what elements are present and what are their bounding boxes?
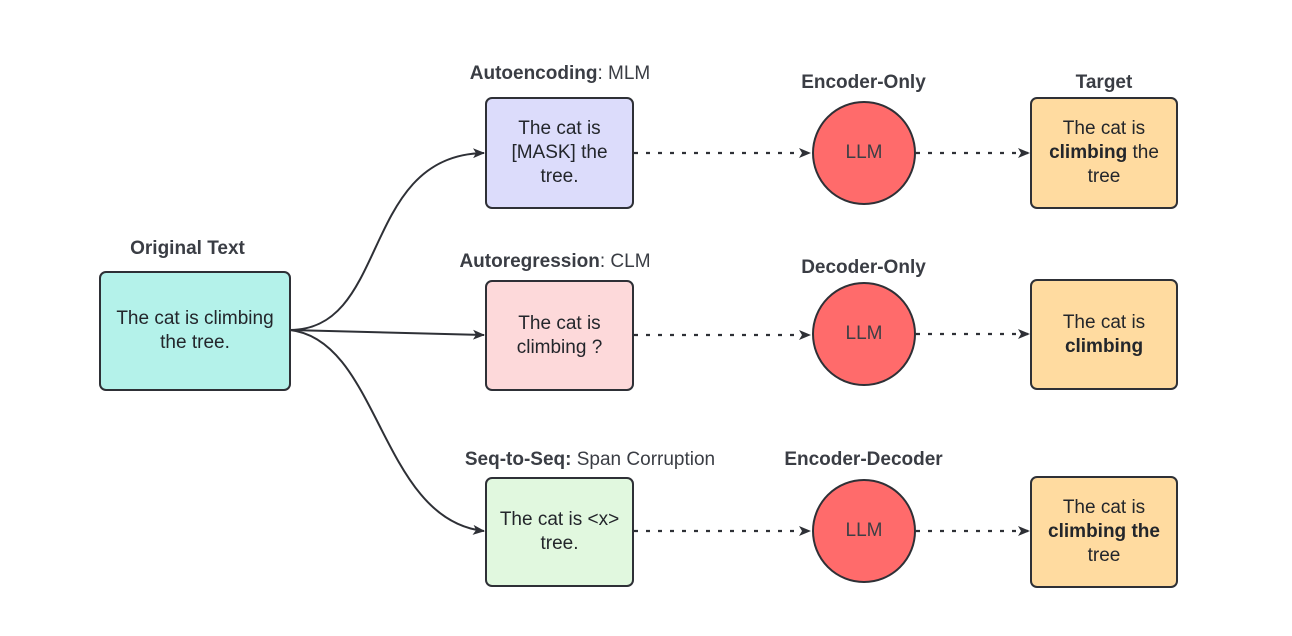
input-box-seq2seq: The cat is <x> tree. bbox=[485, 477, 634, 587]
objective-name: Autoregression bbox=[459, 251, 600, 272]
target-highlight: climbing bbox=[1064, 335, 1144, 357]
target-text-line: climbing the bbox=[1049, 141, 1159, 165]
llm-label: LLM bbox=[845, 520, 883, 541]
target-box-encoder-decoder: The cat is climbing the tree bbox=[1030, 476, 1178, 588]
connector-original-to-autoregression bbox=[289, 329, 485, 340]
target-highlight: climbing the bbox=[1048, 521, 1160, 542]
objective-name: Autoencoding bbox=[469, 63, 598, 84]
target-text-line: The cat is bbox=[1049, 117, 1159, 141]
input-box-autoencoding: The cat is [MASK] the tree. bbox=[485, 97, 634, 209]
target-text-line: The cat is bbox=[1063, 311, 1145, 335]
target-text-line: tree bbox=[1048, 544, 1160, 568]
objective-type: Span Corruption bbox=[571, 449, 716, 470]
llm-label: LLM bbox=[845, 142, 883, 163]
original-text-box: The cat is climbing the tree. bbox=[99, 271, 291, 391]
llm-node-encoder-decoder: LLM bbox=[812, 479, 916, 583]
connector-original-to-seq2seq bbox=[289, 329, 485, 535]
model-title-decoder-only: Decoder-Only bbox=[801, 257, 926, 278]
target-text-segment: tree bbox=[1087, 166, 1121, 187]
target-title: Target bbox=[1075, 72, 1133, 93]
model-title-encoder-decoder: Encoder-Decoder bbox=[784, 449, 943, 470]
target-text-line: climbing bbox=[1063, 335, 1145, 359]
llm-label: LLM bbox=[845, 323, 883, 344]
objective-name: Seq-to-Seq: bbox=[464, 449, 572, 470]
objective-label-seq2seq: Seq-to-Seq: Span Corruption bbox=[440, 449, 740, 471]
input-text: The cat is <x> tree. bbox=[500, 508, 619, 556]
target-text-segment: The cat is bbox=[1062, 497, 1146, 518]
input-text-line: The cat is bbox=[518, 118, 601, 139]
target-text-segment: The cat is bbox=[1062, 311, 1146, 333]
target-text-line: climbing the bbox=[1048, 520, 1160, 544]
original-text-content: The cat is climbing the tree. bbox=[116, 308, 274, 353]
input-text-line: climbing ? bbox=[516, 336, 603, 358]
model-title-encoder-only: Encoder-Only bbox=[801, 72, 926, 93]
input-text-line: The cat is bbox=[518, 312, 601, 334]
llm-node-decoder-only: LLM bbox=[812, 282, 916, 386]
objective-label-autoencoding: Autoencoding: MLM bbox=[440, 63, 680, 85]
input-text-line: [MASK] the bbox=[511, 142, 608, 163]
target-text-line: The cat is bbox=[1048, 496, 1160, 520]
objective-label-autoregression: Autoregression: CLM bbox=[420, 251, 690, 273]
input-text-line: The cat is <x> bbox=[499, 509, 620, 530]
input-text: The cat is [MASK] the tree. bbox=[511, 117, 607, 189]
target-text-segment: the bbox=[1127, 142, 1159, 163]
objective-type: : CLM bbox=[599, 251, 651, 272]
original-text-title: Original Text bbox=[130, 238, 245, 259]
target-text-segment: The cat is bbox=[1062, 118, 1146, 139]
target-highlight: climbing bbox=[1049, 142, 1128, 163]
target-text-segment: tree bbox=[1087, 545, 1121, 566]
connector-original-to-autoencoding bbox=[289, 148, 485, 331]
target-text-line: tree bbox=[1049, 165, 1159, 189]
target-text: The cat is climbing the tree bbox=[1048, 496, 1160, 568]
input-text-line: tree. bbox=[540, 166, 579, 187]
input-text-line: tree. bbox=[540, 533, 579, 554]
llm-node-encoder-only: LLM bbox=[812, 101, 916, 205]
objective-type: : MLM bbox=[597, 63, 651, 84]
